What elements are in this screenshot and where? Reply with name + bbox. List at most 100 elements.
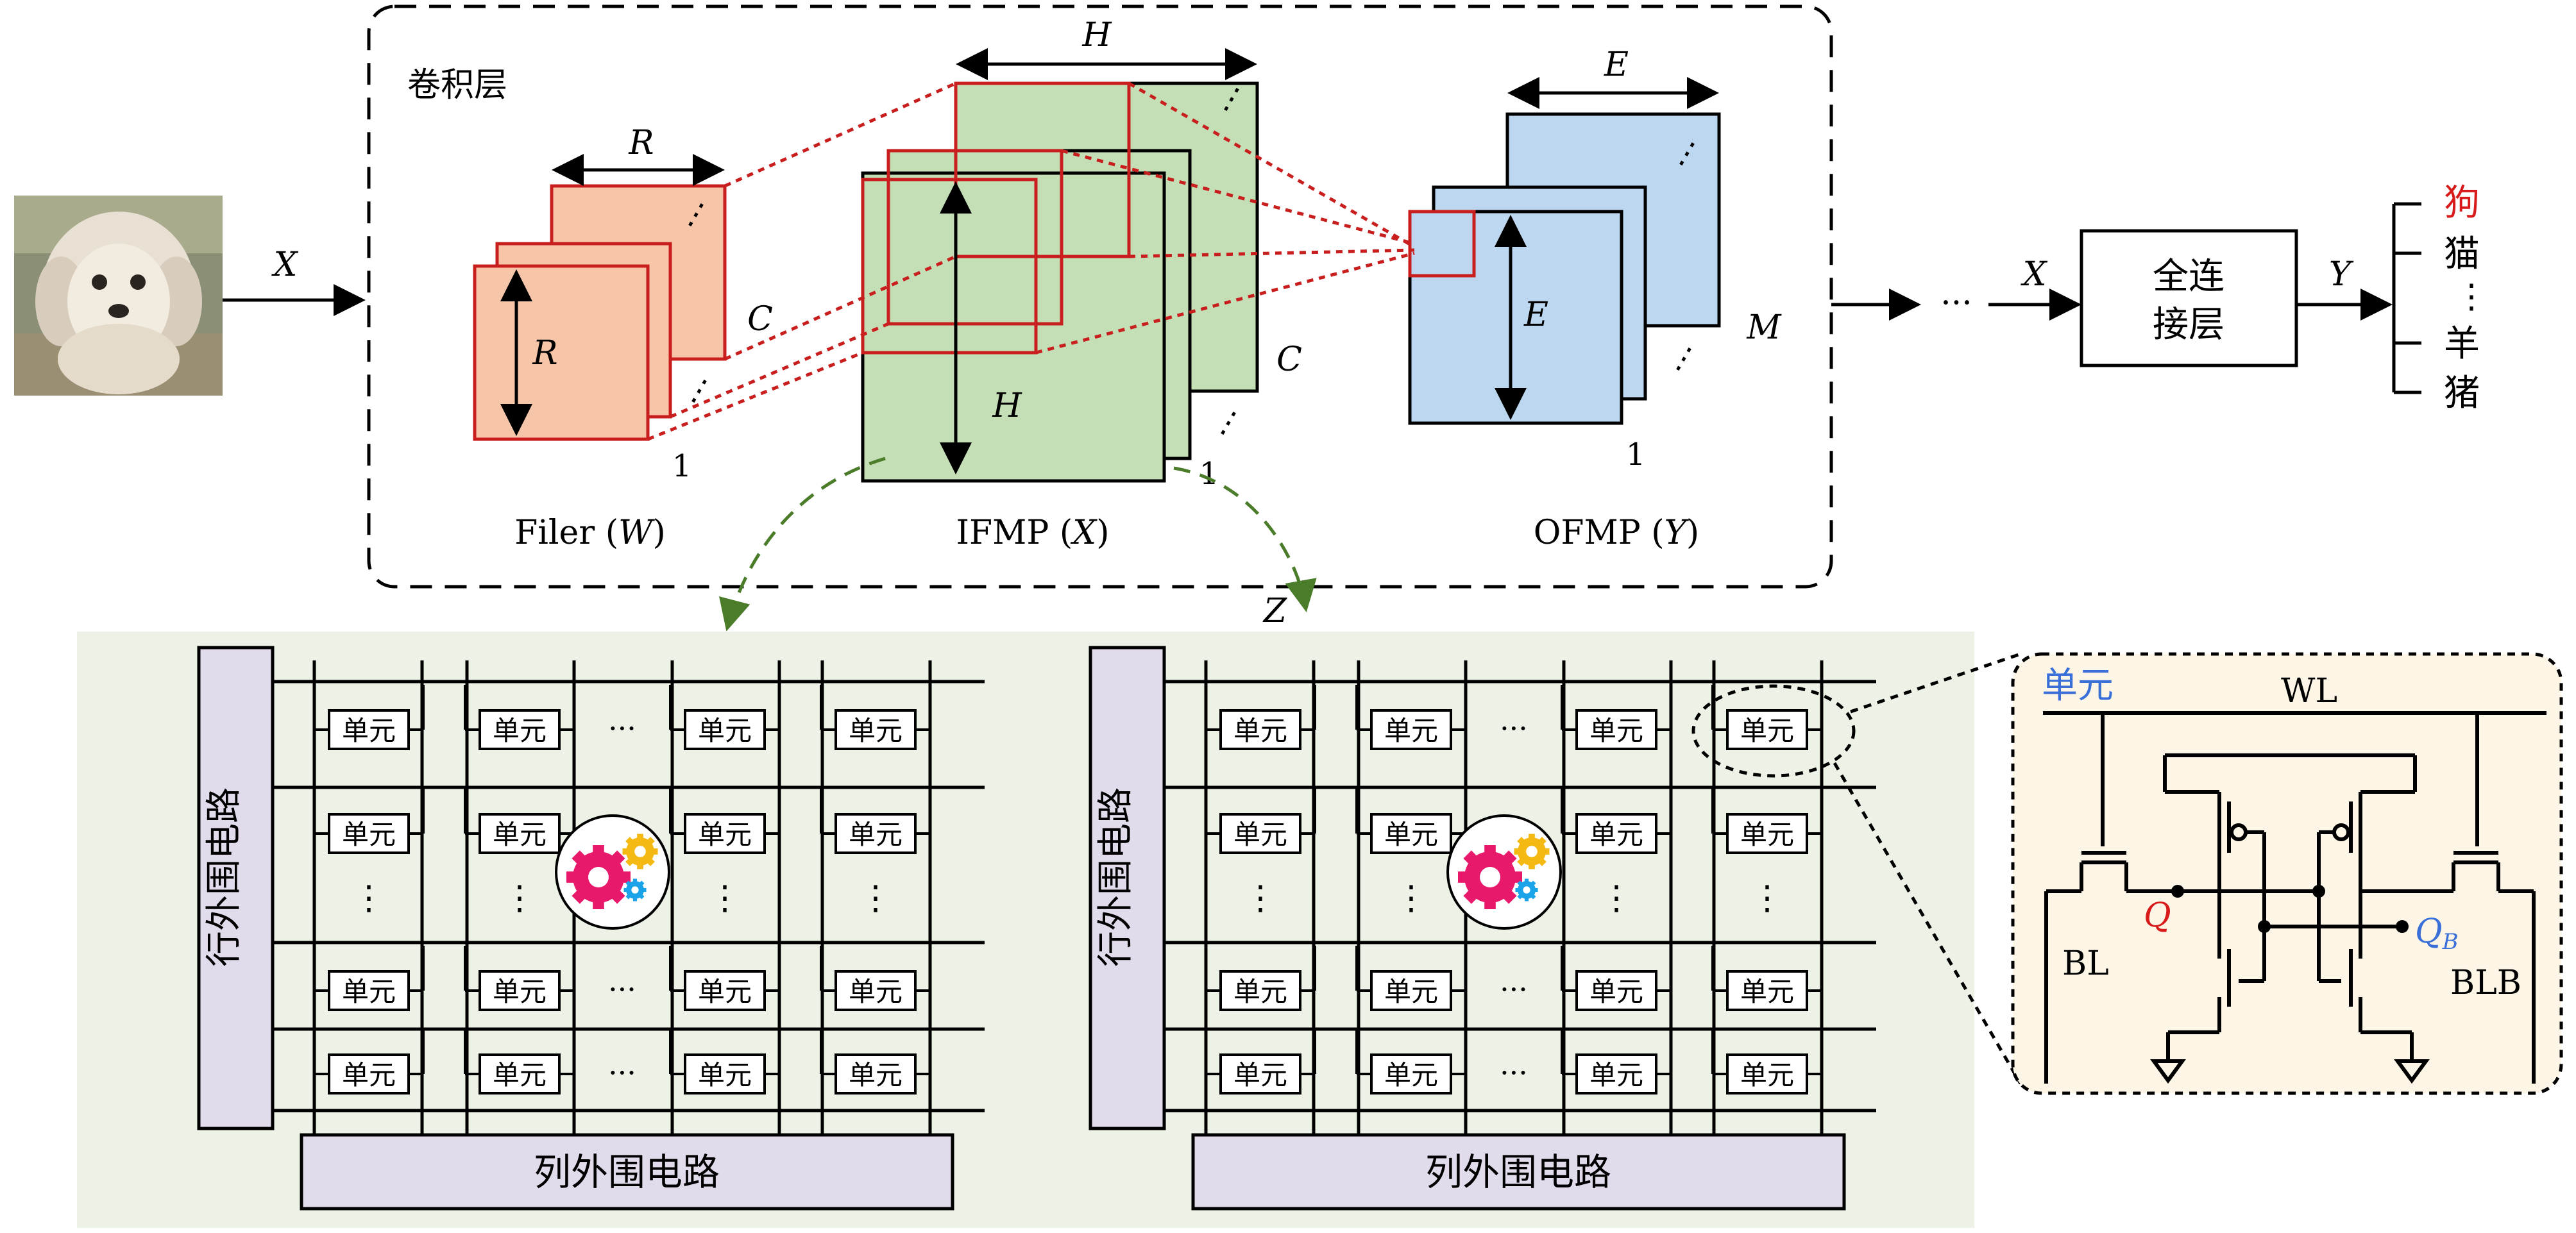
array-hdots: ··· — [608, 711, 636, 746]
memory-cell-label: 单元 — [1589, 976, 1643, 1007]
memory-cell — [1370, 813, 1452, 854]
ofmp-e-height-label: E — [1523, 296, 1548, 334]
ifmp-to-ofmp-projections — [1035, 81, 1416, 355]
memory-cell-label: 单元 — [342, 819, 396, 850]
filter-r-height-label: R — [532, 334, 557, 373]
memory-cell — [1219, 970, 1301, 1011]
memory-cell — [1575, 970, 1657, 1011]
memory-cell — [684, 709, 766, 750]
filter-c-label: C — [747, 300, 773, 339]
sram-blb-label: BLB — [2450, 964, 2521, 1002]
filter-one-label: 1 — [672, 448, 692, 484]
sram-schematic — [2043, 711, 2546, 1084]
ifmp-one-label: 1 — [1199, 456, 1219, 492]
ifmp-to-array2-arrow — [1173, 466, 1317, 612]
memory-cell — [479, 1053, 561, 1095]
memory-cell — [1575, 1053, 1657, 1095]
memory-cell — [328, 709, 410, 750]
array-vdots: ⋮ — [503, 879, 536, 918]
memory-cell — [835, 970, 917, 1011]
memory-cell-label: 单元 — [1740, 715, 1794, 746]
conv-layer-label: 卷积层 — [407, 66, 507, 105]
fc-label-line1: 全连 — [2153, 256, 2224, 298]
ofmp-stack — [1408, 112, 1721, 425]
memory-cell — [835, 813, 917, 854]
medium-gear-icon — [1514, 834, 1550, 869]
memory-cell — [1726, 1053, 1808, 1095]
memory-cell — [328, 1053, 410, 1095]
conv-layer-box — [367, 4, 1833, 589]
memory-cell-label: 单元 — [342, 715, 396, 746]
memory-cell — [1370, 1053, 1452, 1095]
fc-in-x-label: X — [2020, 255, 2047, 294]
fc-out-y-label: Y — [2329, 255, 2354, 294]
array-hdots: ··· — [1500, 1055, 1528, 1090]
memory-cell-label: 单元 — [493, 819, 547, 850]
ifmp-window-back — [954, 81, 1131, 258]
memory-cell-label: 单元 — [698, 976, 752, 1007]
memory-cell — [684, 813, 766, 854]
memory-cell-label: 单元 — [1589, 1059, 1643, 1091]
row-peripheral-circuit — [197, 646, 275, 1130]
ifmp-c-label: C — [1276, 340, 1302, 379]
crossbar-array-2: 行外围电路列外围电路单元单元单元单元···单元单元单元单元⋮⋮⋮⋮单元单元单元单… — [1089, 646, 1876, 1211]
fully-connected-box — [2080, 229, 2298, 367]
ofmp-one-label: 1 — [1626, 437, 1646, 473]
memory-cell — [479, 970, 561, 1011]
memory-cell-label: 单元 — [849, 976, 902, 1007]
memory-cell — [1219, 1053, 1301, 1095]
column-peripheral-label: 列外围电路 — [1425, 1150, 1611, 1194]
memory-cell-label: 单元 — [493, 715, 547, 746]
memory-cell-label: 单元 — [849, 1059, 902, 1091]
memory-cell-label: 单元 — [1740, 1059, 1794, 1091]
memory-cell — [1370, 970, 1452, 1011]
crossbar-array-1: 行外围电路列外围电路单元单元单元单元···单元单元单元单元⋮⋮⋮⋮单元单元单元单… — [197, 646, 985, 1211]
input-dog-photo — [14, 196, 223, 396]
memory-cell-label: 单元 — [1233, 1059, 1287, 1091]
small-gear-icon — [623, 878, 647, 902]
small-gear-icon — [1515, 878, 1538, 902]
sram-qb-label: QB — [2415, 912, 2459, 955]
ifmp-window-mid — [886, 149, 1063, 326]
memory-cell — [1726, 970, 1808, 1011]
cell-zoom-ellipse — [1691, 684, 1856, 778]
array-vdots: ⋮ — [1750, 879, 1784, 918]
memory-cell-label: 单元 — [1384, 819, 1438, 850]
filter-front — [473, 264, 650, 441]
row-peripheral-label: 行外围电路 — [203, 787, 245, 967]
input-x-label: X — [271, 246, 298, 284]
array-vdots: ⋮ — [1394, 879, 1428, 918]
ifmp-stack — [861, 81, 1259, 483]
sram-wl-label: WL — [2281, 672, 2337, 710]
memory-cell-label: 单元 — [342, 976, 396, 1007]
memory-cell — [684, 970, 766, 1011]
fc-label-line2: 接层 — [2153, 304, 2224, 346]
memory-cell-label: 单元 — [849, 715, 902, 746]
memory-cell — [1370, 709, 1452, 750]
memory-cell — [835, 1053, 917, 1095]
medium-gear-icon — [622, 834, 658, 869]
sram-bl-label: BL — [2062, 944, 2109, 983]
memory-cell — [328, 970, 410, 1011]
large-gear-icon — [1458, 845, 1522, 909]
array-hdots: ··· — [1500, 972, 1528, 1007]
ifmp-h-height-label: H — [992, 387, 1022, 425]
memory-cell-label: 单元 — [1589, 715, 1643, 746]
array-vdots: ⋮ — [859, 879, 892, 918]
memory-cell-label: 单元 — [1384, 1059, 1438, 1091]
memory-cell-label: 单元 — [1384, 976, 1438, 1007]
filter-dots-bottom: ⋮ — [677, 367, 722, 414]
ofmp-dots-bottom: ⋮ — [1662, 335, 1707, 382]
memory-cell-label: 单元 — [1233, 976, 1287, 1007]
memory-cell-label: 单元 — [698, 715, 752, 746]
ifmp-dots-bottom: ⋮ — [1207, 399, 1251, 446]
column-peripheral-label: 列外围电路 — [534, 1150, 720, 1194]
memory-cell — [1219, 709, 1301, 750]
ifmp-to-array1-arrow — [719, 457, 886, 632]
memory-cell-label: 单元 — [849, 819, 902, 850]
array-vdots: ⋮ — [1244, 879, 1277, 918]
memory-cell — [328, 813, 410, 854]
flow-ellipsis: ··· — [1940, 284, 1972, 323]
memory-cell — [1575, 813, 1657, 854]
